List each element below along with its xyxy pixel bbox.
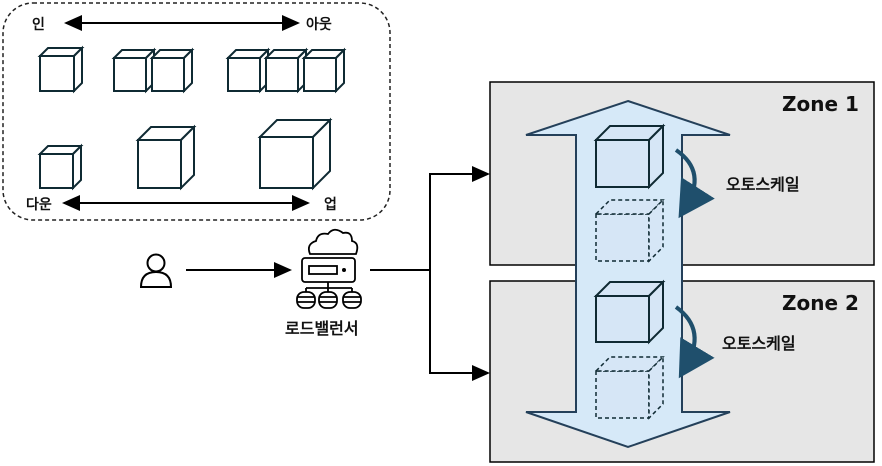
- cube: [263, 47, 309, 94]
- cube: [149, 47, 195, 94]
- zone-1-autoscale-label: 오토스케일: [726, 175, 800, 194]
- cube: [301, 47, 347, 94]
- cube: [111, 47, 157, 94]
- zone-1-active-instance: [593, 123, 666, 190]
- cube-medium: [135, 124, 197, 191]
- scale-out-cubes: [37, 45, 347, 94]
- lb-to-zones-connector: [370, 166, 490, 381]
- database-icon: [318, 291, 338, 309]
- database-icon: [296, 291, 316, 309]
- zone-1-autoscale-curve-arrow: [674, 148, 715, 219]
- load-balancer-label: 로드밸런서: [285, 319, 359, 338]
- zone-2-autoscale-label: 오토스케일: [722, 334, 796, 353]
- scale-out-label: 아웃: [306, 16, 332, 33]
- cube: [225, 47, 271, 94]
- cloud-icon: [307, 228, 359, 255]
- cube-small: [37, 143, 84, 191]
- scale-up-cubes: [37, 117, 333, 191]
- database-icon: [342, 291, 362, 309]
- user-icon: [139, 253, 173, 288]
- scale-in-label: 인: [32, 16, 45, 33]
- scaling-legend-box: 인 아웃: [2, 2, 391, 221]
- zone-2-autoscale-curve-arrow: [674, 305, 715, 379]
- zone-1-scaled-instance: [594, 198, 665, 263]
- zone-2-label: Zone 2: [782, 291, 859, 315]
- cube-large: [257, 117, 333, 191]
- zone-2-active-instance: [593, 279, 666, 345]
- zone-1-label: Zone 1: [782, 92, 859, 116]
- scale-up-label: 업: [324, 197, 337, 213]
- scale-down-label: 다운: [26, 197, 52, 213]
- load-balancer-icon: [296, 228, 362, 309]
- cube: [37, 45, 85, 94]
- zone-2-scaled-instance: [594, 355, 665, 420]
